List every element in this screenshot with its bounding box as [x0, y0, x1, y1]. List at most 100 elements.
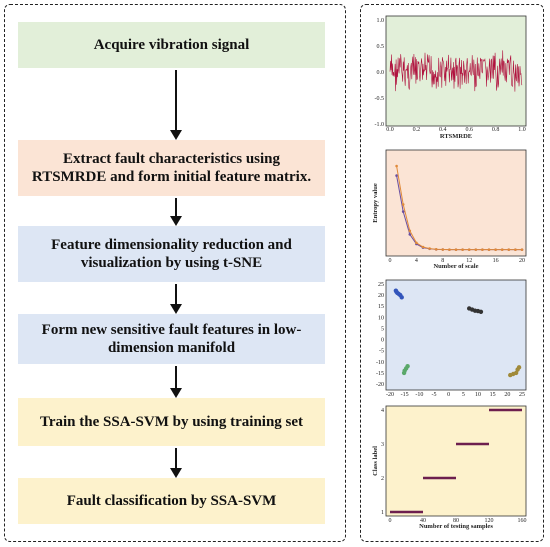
class-x-tick-2: 80: [453, 518, 459, 524]
tsne-point-c3: [516, 365, 522, 370]
tsne-points-group: [393, 288, 522, 378]
entropy-point: [428, 247, 431, 250]
signal-x-tick-4: 0.8: [492, 127, 500, 133]
tsne-point-c0: [399, 295, 404, 300]
entropy-point: [487, 248, 491, 251]
tsne-point-c2: [405, 364, 410, 369]
tsne-y-tick-3: 10: [378, 315, 384, 321]
signal-y-tick-4: -1.0: [375, 122, 385, 128]
entropy-point: [500, 248, 504, 251]
class-ticks: 0 40 80 120 160 4 3 2 1: [381, 408, 527, 524]
signal-x-tick-1: 0.2: [413, 127, 421, 133]
workflow-panel: [4, 4, 346, 542]
signal-plot-area: [385, 15, 527, 127]
entropy-point: [474, 248, 478, 251]
entropy-point: [467, 248, 471, 251]
entropy-point: [401, 210, 405, 213]
entropy-point: [395, 164, 398, 168]
signal-line: [389, 50, 523, 92]
signal-y-tick-2: 0.0: [377, 70, 385, 76]
entropy-x-tick-0: 0: [389, 258, 392, 264]
tsne-point-c3: [513, 370, 519, 376]
tsne-point-c0: [394, 289, 399, 294]
tsne-y-tick-2: 15: [378, 304, 384, 310]
entropy-point: [520, 248, 524, 251]
arrow-2: [170, 198, 182, 226]
step-extract-features-text: Extract fault characteristics using RTSM…: [31, 151, 312, 185]
arrow-3: [170, 284, 182, 314]
signal-xlabel: RTSMRDE: [440, 133, 472, 140]
tsne-y-tick-8: -15: [376, 371, 384, 377]
entropy-point: [494, 248, 497, 251]
tsne-y-tick-9: -20: [376, 382, 384, 388]
signal-y-tick-3: -0.5: [375, 96, 385, 102]
entropy-lines-group: [395, 164, 524, 251]
class-x-tick-3: 120: [485, 518, 494, 524]
tsne-x-tick-5: 5: [462, 392, 465, 398]
entropy-point: [448, 248, 451, 251]
step-fault-classification: Fault classification by SSA-SVM: [18, 478, 325, 524]
arrow-1: [170, 70, 182, 140]
arrow-4: [170, 366, 182, 398]
tsne-x-tick-4: 0: [447, 392, 450, 398]
step-tsne-reduction-text: Feature dimensionality reduction and vis…: [51, 237, 292, 271]
class-label-chart-svg: 0 40 80 120 160 4 3 2 1 Number of testing sample…: [372, 405, 527, 530]
arrow-5: [170, 448, 182, 478]
entropy-plot-area: [385, 149, 527, 257]
entropy-point: [415, 241, 418, 245]
class-y-tick-0: 4: [381, 408, 384, 414]
entropy-x-tick-2: 8: [441, 258, 444, 264]
class-y-tick-2: 2: [381, 476, 384, 482]
class-y-tick-3: 1: [381, 510, 384, 516]
class-x-tick-0: 0: [389, 518, 392, 524]
entropy-point: [507, 248, 511, 251]
tsne-y-tick-6: -5: [379, 349, 384, 355]
signal-line-group: [389, 50, 523, 92]
class-x-tick-4: 160: [518, 518, 527, 524]
signal-y-tick-1: 0.5: [377, 44, 385, 50]
tsne-y-tick-5: 0: [381, 338, 384, 344]
tsne-plot-area: [385, 279, 527, 391]
signal-x-tick-2: 0.4: [439, 127, 447, 133]
step-new-features-text: Form new sensitive fault features in low…: [41, 322, 302, 356]
tsne-x-tick-7: 15: [490, 392, 496, 398]
class-x-tick-1: 40: [420, 518, 426, 524]
tsne-x-tick-6: 10: [475, 392, 481, 398]
entropy-point: [441, 248, 445, 251]
class-ylabel: Class label: [372, 446, 379, 476]
class-y-tick-1: 3: [381, 442, 384, 448]
entropy-x-tick-4: 16: [493, 258, 499, 264]
signal-x-tick-0: 0.0: [386, 127, 394, 133]
step-tsne-reduction: Feature dimensionality reduction and vis…: [18, 226, 325, 282]
tsne-x-tick-0: -20: [386, 392, 394, 398]
tsne-x-tick-1: -15: [401, 392, 409, 398]
signal-y-tick-0: 1.0: [377, 18, 385, 24]
entropy-point: [434, 247, 438, 251]
entropy-point: [395, 174, 398, 177]
step-fault-classification-text: Fault classification by SSA-SVM: [66, 493, 277, 509]
entropy-point: [461, 248, 464, 251]
tsne-point-c1: [478, 309, 484, 314]
tsne-x-tick-2: -10: [415, 392, 423, 398]
step-acquire-signal-text: Acquire vibration signal: [93, 37, 250, 53]
class-plot-area: [385, 405, 527, 517]
tsne-x-tick-3: -5: [432, 392, 437, 398]
tsne-y-tick-0: 25: [378, 282, 384, 288]
tsne-x-tick-9: 25: [519, 392, 525, 398]
entropy-x-tick-3: 12: [466, 258, 472, 264]
signal-x-tick-5: 1.0: [518, 127, 526, 133]
tsne-y-tick-1: 20: [378, 293, 384, 299]
class-xlabel: Number of testing samples: [419, 523, 493, 530]
tsne-point-c2: [401, 370, 407, 376]
class-label-chart: 0 40 80 120 160 4 3 2 1 Number of testing sample…: [372, 404, 532, 534]
step-train-ssa-svm-text: Train the SSA-SVM by using training set: [39, 414, 304, 430]
